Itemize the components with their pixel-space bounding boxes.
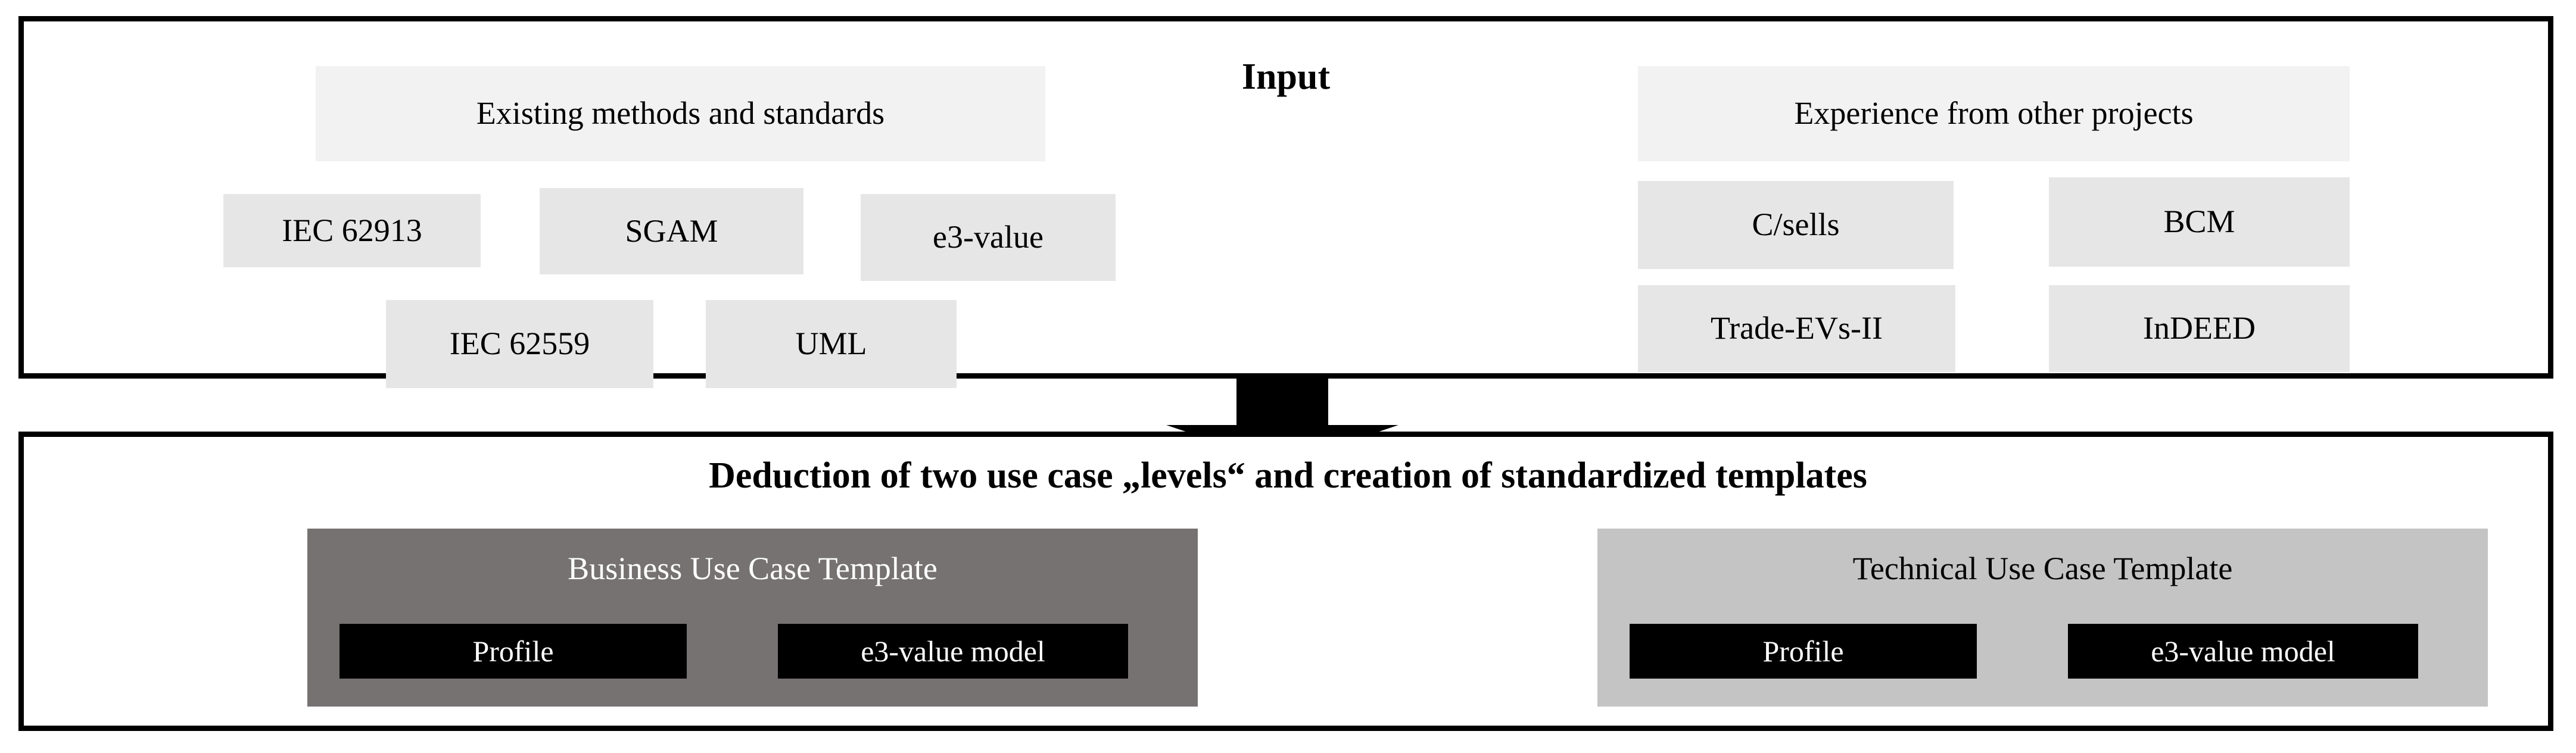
business-panel-title: Business Use Case Template: [568, 551, 937, 586]
chip-indeed: InDEED: [2049, 285, 2350, 372]
technical-use-case-template-panel: Technical Use Case Template Profile e3-v…: [1597, 529, 2488, 707]
business-panel-e3-value-model-chip: e3-value model: [778, 624, 1128, 679]
chip-bcm: BCM: [2049, 177, 2350, 267]
chip-trade-evs-ii: Trade-EVs-II: [1638, 285, 1955, 372]
chip-existing-methods-and-standards: Existing methods and standards: [316, 66, 1045, 161]
chip-uml: UML: [706, 300, 957, 388]
technical-panel-e3-value-model-chip: e3-value model: [2068, 624, 2418, 679]
input-section-title: Input: [1241, 57, 1331, 97]
chip-e3-value: e3-value: [861, 194, 1116, 281]
technical-panel-title: Technical Use Case Template: [1852, 551, 2233, 586]
chip-experience-from-other-projects: Experience from other projects: [1638, 66, 2350, 161]
chip-sgam: SGAM: [540, 188, 803, 274]
chip-iec-62913: IEC 62913: [223, 194, 481, 267]
business-use-case-template-panel: Business Use Case Template Profile e3-va…: [307, 529, 1198, 707]
chip-iec-62559: IEC 62559: [386, 300, 653, 388]
technical-panel-profile-chip: Profile: [1630, 624, 1977, 679]
business-panel-profile-chip: Profile: [339, 624, 687, 679]
output-section-title: Deduction of two use case „levels“ and c…: [709, 455, 1867, 496]
input-section: Input Existing methods and standards IEC…: [18, 16, 2553, 388]
chip-c-sells: C/sells: [1638, 181, 1954, 269]
